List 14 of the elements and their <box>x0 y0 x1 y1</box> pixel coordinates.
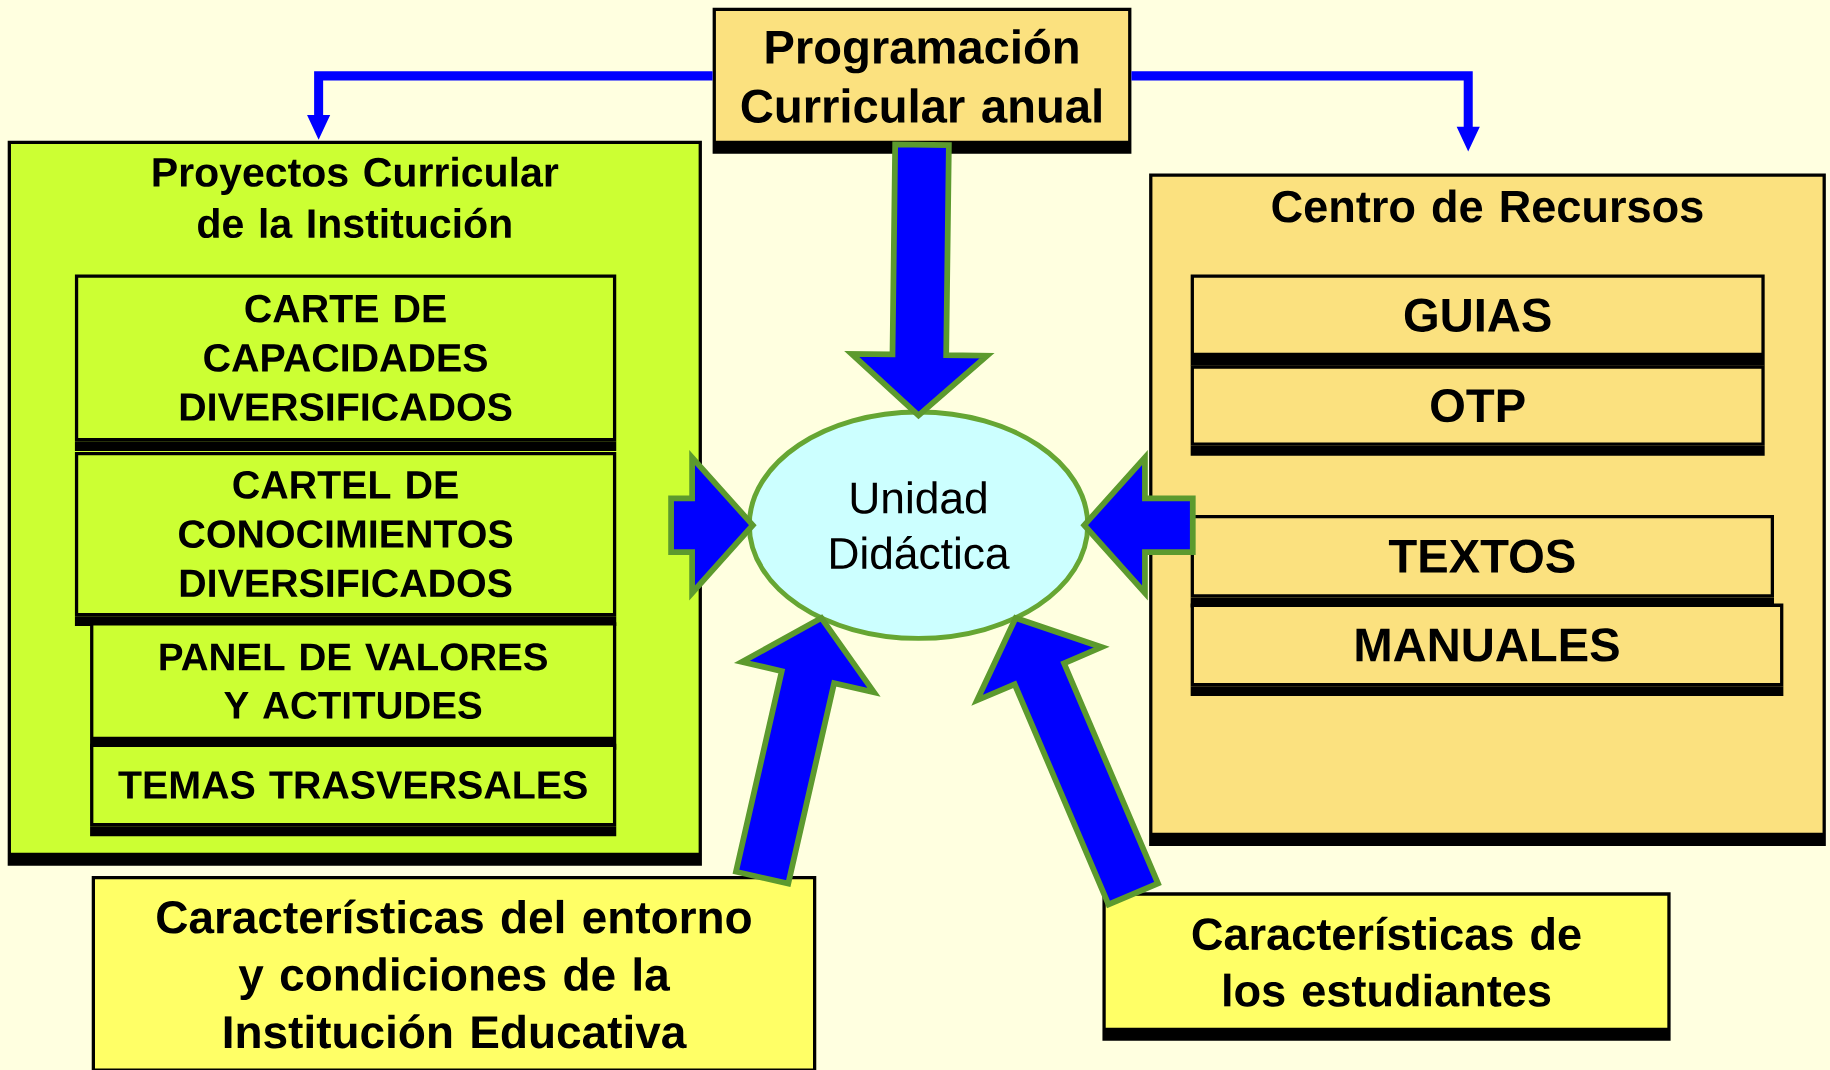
text-box: TEXTOS <box>1190 514 1774 608</box>
text-box: CARTE DE CAPACIDADES DIVERSIFICADOS <box>74 274 617 451</box>
block-arrow <box>1080 449 1196 601</box>
text-box: PANEL DE VALORES Y ACTITUDES <box>90 622 617 750</box>
text-box: OTP <box>1190 365 1765 456</box>
text-box: CARTEL DE CONOCIMIENTOS DIVERSIFICADOS <box>74 451 617 626</box>
text-box: Características de los estudiantes <box>1102 892 1671 1041</box>
block-arrow <box>844 141 995 420</box>
text-box: Programación Curricular anual <box>712 7 1132 154</box>
block-arrow <box>668 449 757 601</box>
text-box: MANUALES <box>1190 603 1784 696</box>
text-box: TEMAS TRASVERSALES <box>90 743 617 837</box>
text-box: Características del entorno y condiciones de la Institución Educativa <box>91 875 817 1070</box>
text-box: GUIAS <box>1190 274 1765 366</box>
